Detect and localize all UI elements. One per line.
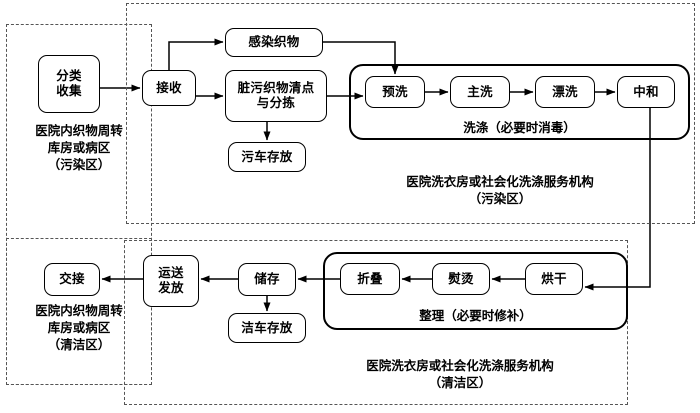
node-sorting-collection[interactable]: 分类 收集 bbox=[38, 55, 100, 113]
node-drying[interactable]: 烘干 bbox=[525, 263, 583, 295]
group-washing bbox=[349, 64, 690, 140]
group-label-finishing: 整理（必要时修补） bbox=[419, 309, 532, 323]
zone-label-hospital-dirty: 医院内织物周转 库房或病区 （污染区） bbox=[35, 124, 123, 172]
node-ironing[interactable]: 熨烫 bbox=[432, 263, 490, 295]
node-dirty-cart-storage[interactable]: 污车存放 bbox=[228, 142, 306, 172]
node-transport-issue[interactable]: 运送 发放 bbox=[143, 255, 199, 307]
group-finishing bbox=[323, 252, 628, 330]
node-neutralize[interactable]: 中和 bbox=[617, 76, 675, 108]
node-clean-cart-storage[interactable]: 洁车存放 bbox=[228, 313, 306, 343]
zone-label-hospital-clean: 医院内织物周转 库房或病区 （清洁区） bbox=[35, 304, 123, 352]
node-handover[interactable]: 交接 bbox=[44, 263, 100, 296]
zone-laundry-clean bbox=[124, 240, 628, 405]
node-soiled-count-sort[interactable]: 脏污织物清点 与分拣 bbox=[225, 70, 327, 122]
zone-laundry-dirty bbox=[126, 3, 695, 224]
node-rinse[interactable]: 漂洗 bbox=[535, 76, 595, 108]
zone-label-laundry-clean: 医院洗衣房或社会化洗涤服务机构 （清洁区） bbox=[366, 359, 554, 390]
node-storage[interactable]: 储存 bbox=[238, 263, 296, 296]
node-receiving[interactable]: 接收 bbox=[142, 70, 196, 106]
node-infected-textiles[interactable]: 感染织物 bbox=[225, 28, 323, 57]
zone-hospital-clean bbox=[6, 238, 152, 385]
node-folding[interactable]: 折叠 bbox=[340, 263, 400, 295]
node-mainwash[interactable]: 主洗 bbox=[450, 76, 510, 108]
zone-label-laundry-dirty: 医院洗衣房或社会化洗涤服务机构 （污染区） bbox=[406, 175, 594, 206]
group-label-washing: 洗涤（必要时消毒） bbox=[463, 121, 576, 135]
node-prewash[interactable]: 预洗 bbox=[365, 76, 425, 108]
